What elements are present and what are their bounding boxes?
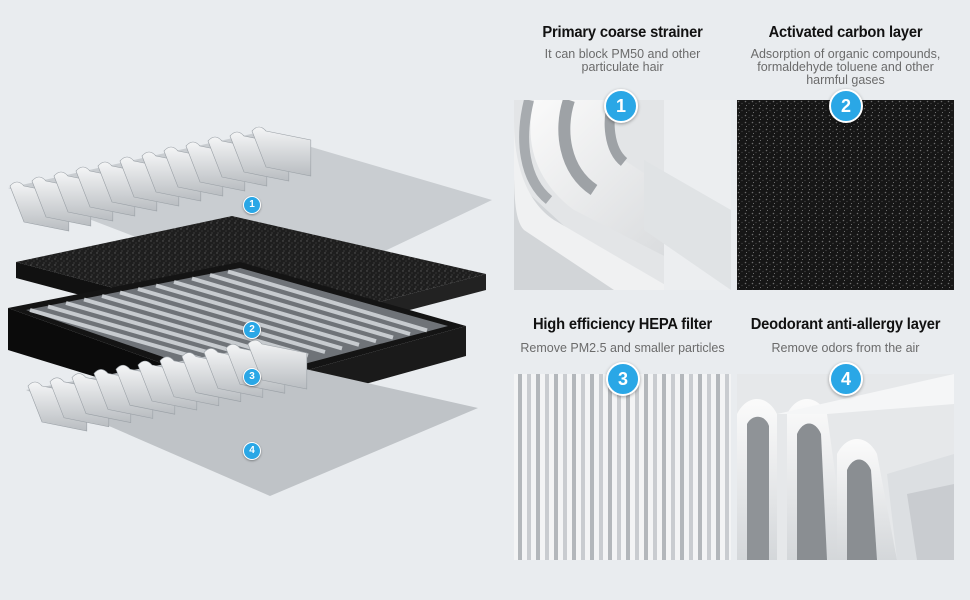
panel-description: Remove odors from the air — [727, 342, 964, 355]
desc-line: Remove PM2.5 and smaller particles — [520, 341, 725, 355]
panel-description: Adsorption of organic compounds, formald… — [727, 48, 964, 87]
panel-title: Primary coarse strainer — [542, 24, 703, 41]
coarse-strainer-photo — [514, 100, 731, 290]
panel-description: Remove PM2.5 and smaller particles — [504, 342, 741, 355]
panel-title: Activated carbon layer — [768, 24, 923, 41]
stack-layer-deodorant — [26, 339, 478, 496]
hepa-pleats-photo — [514, 374, 731, 564]
carbon-texture-photo — [737, 100, 954, 290]
exploded-filter-stack — [8, 126, 492, 496]
desc-line: particulate hair — [581, 60, 664, 74]
panel-number-badge: 2 — [829, 89, 863, 123]
stack-badge-2: 2 — [243, 321, 261, 339]
desc-line: Adsorption of organic compounds, — [750, 47, 941, 61]
panel-number-badge: 1 — [604, 89, 638, 123]
desc-line: Remove odors from the air — [771, 341, 920, 355]
deodorant-pleats-photo — [737, 374, 954, 564]
panel-number-badge: 3 — [606, 362, 640, 396]
stack-badge-4: 4 — [243, 442, 261, 460]
desc-line: It can block PM50 and other — [544, 47, 701, 61]
desc-line: harmful gases — [806, 73, 885, 87]
panel-title: High efficiency HEPA filter — [532, 316, 713, 333]
panel-number-badge: 4 — [829, 362, 863, 396]
desc-line: formaldehyde toluene and other — [757, 60, 934, 74]
stack-badge-1: 1 — [243, 196, 261, 214]
panel-description: It can block PM50 and other particulate … — [504, 48, 741, 74]
panel-title: Deodorant anti-allergy layer — [750, 316, 941, 333]
stack-badge-3: 3 — [243, 368, 261, 386]
